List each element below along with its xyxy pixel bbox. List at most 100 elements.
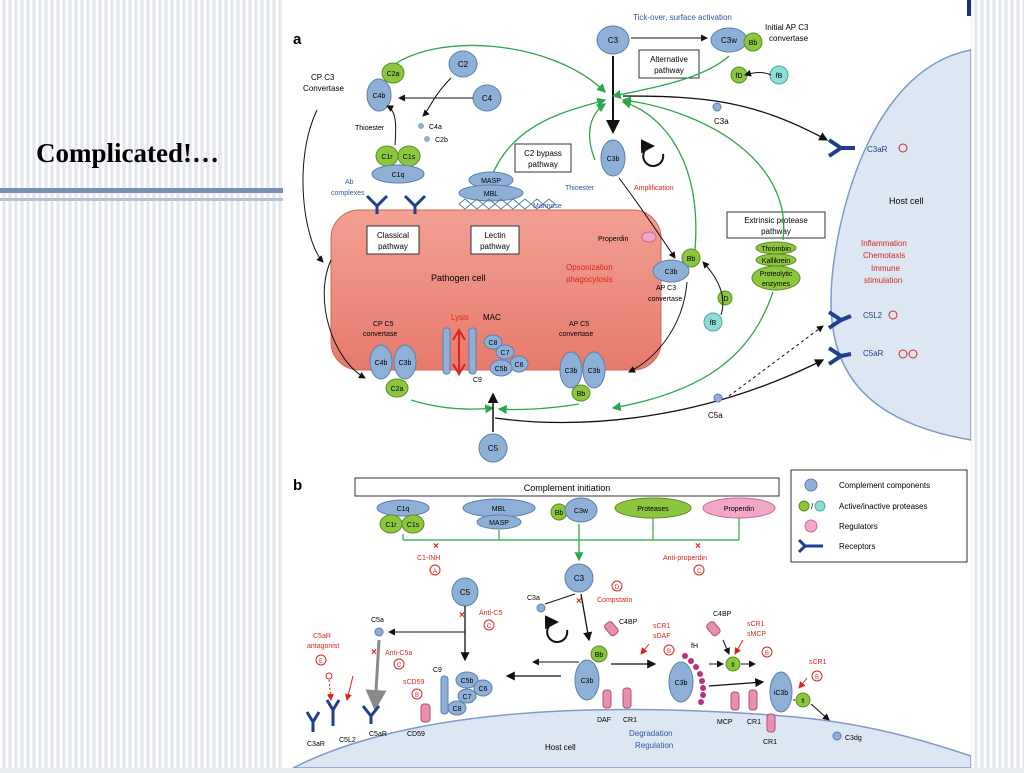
svg-text:pathway: pathway [480, 242, 510, 251]
lysis-label: Lysis [451, 313, 469, 322]
svg-text:Alternative: Alternative [650, 55, 688, 64]
fd-ap-node: fD [717, 290, 733, 306]
b-c3b-mid-node: C3b [574, 659, 600, 701]
svg-text:enzymes: enzymes [762, 281, 791, 288]
svg-text:C: C [697, 569, 702, 575]
legend: Complement components / Active/inactive … [790, 469, 968, 563]
scr1-smcp-1: sCR1 [747, 621, 765, 628]
svg-text:C2 bypass: C2 bypass [524, 149, 562, 158]
b-c6-node: C6 [473, 679, 493, 697]
b-c3w-node: C3w [564, 497, 598, 523]
svg-text:Extrinsic protease: Extrinsic protease [744, 216, 808, 225]
svg-text:A: A [433, 569, 437, 575]
c5ar-antagonist-1: C5aR [313, 633, 331, 640]
svg-text:C6: C6 [515, 362, 524, 369]
c4b-c5-node: C4b [369, 344, 393, 380]
c7-node: C7 [495, 344, 515, 360]
c5l2-receptor: C5L2 [827, 310, 898, 330]
ap-c3-label-1: AP C3 [656, 285, 676, 292]
c4bp-left-regulator [604, 621, 619, 637]
lysis-arrow [452, 328, 466, 376]
mac-label: MAC [483, 313, 501, 322]
chemotaxis-label: Chemotaxis [863, 251, 905, 260]
antibody-left [365, 194, 389, 214]
svg-text:C5a: C5a [371, 617, 384, 624]
pathogen-cell-label: Pathogen cell [431, 273, 486, 283]
svg-text:Bb: Bb [687, 256, 696, 263]
b-c5ar-label: C5aR [369, 731, 387, 738]
kallikrein-node: Kallikrein [755, 253, 797, 267]
svg-text:Proteases: Proteases [637, 506, 669, 513]
svg-text:iC3b: iC3b [774, 690, 789, 697]
mac-pore-left [442, 327, 451, 375]
svg-text:C3a: C3a [714, 117, 729, 126]
b-bb-node: Bb [550, 503, 568, 521]
b-c3a-node: C3a [527, 595, 546, 613]
legend-active-swatch [798, 500, 810, 512]
svg-text:Complement initiation: Complement initiation [524, 483, 611, 493]
c2b-label: C2b [435, 137, 448, 144]
svg-text:C7: C7 [463, 694, 472, 701]
svg-text:×: × [695, 541, 701, 552]
cp-c3-label-2: Convertase [303, 84, 344, 93]
ic3b-node: iC3b [769, 671, 793, 713]
immune-label: Immune [871, 264, 900, 273]
b-bb-mid-node: Bb [590, 645, 608, 663]
complement-diagram: a Host cell Inflammation Chemotaxis Immu… [292, 13, 972, 769]
bb-top-node: Bb [743, 32, 763, 52]
properdin-node [641, 231, 657, 243]
svg-text:pathway: pathway [378, 242, 408, 251]
opsonization-label: Opsonization [566, 263, 613, 272]
svg-text:C1r: C1r [385, 522, 397, 529]
b-mbl-node: MBL [462, 498, 536, 518]
legend-regulators: Regulators [839, 522, 878, 531]
svg-text:fI: fI [801, 699, 805, 705]
svg-text:pathway: pathway [654, 66, 684, 75]
panel-a-label: a [293, 31, 302, 48]
b-c3-node: C3 [564, 563, 594, 593]
b-receptors [305, 699, 381, 732]
thioester-left: Thioester [355, 125, 385, 132]
amplification-label: Amplification [634, 185, 674, 192]
ap-c3-label-2: convertase [648, 296, 682, 303]
cp-c5-label-2: convertase [363, 331, 397, 338]
b-host-cell-label: Host cell [545, 743, 576, 752]
c5l2-label: C5L2 [863, 311, 883, 320]
svg-text:C3b: C3b [607, 156, 620, 163]
svg-text:MASP: MASP [489, 520, 509, 527]
c4bp-left-label: C4BP [619, 619, 638, 626]
svg-text:C3b: C3b [581, 678, 594, 685]
svg-text:C8: C8 [489, 340, 498, 347]
c4a-label: C4a [429, 124, 442, 131]
c3b-ap5b-node: C3b [582, 351, 606, 389]
c5b-node: C5b [489, 359, 513, 377]
title-rule-thin [0, 198, 285, 201]
svg-text:C1q: C1q [392, 172, 405, 179]
svg-text:C1s: C1s [403, 154, 416, 161]
b-properdin-node: Properdin [702, 497, 776, 519]
c3b-mid-node: C3b [600, 139, 626, 177]
svg-text:Thrombin: Thrombin [761, 246, 791, 253]
svg-text:C3b: C3b [565, 368, 578, 375]
svg-text:Bb: Bb [577, 391, 586, 398]
cp-c5-label-1: CP C5 [373, 321, 394, 328]
svg-text:C5: C5 [460, 588, 471, 597]
legend-proteases: Active/inactive proteases [839, 502, 928, 511]
ap-c5-label-2: convertase [559, 331, 593, 338]
c4bp-right-regulator [706, 621, 721, 637]
cr1-c-regulator [766, 713, 776, 733]
regulation-label: Regulation [635, 741, 673, 750]
phagocytosis-label: phagocytosis [566, 275, 613, 284]
fb-top-node: fB [769, 65, 789, 85]
scr1-sdaf-2: sDAF [653, 633, 671, 640]
b-c8-node: C8 [447, 700, 467, 716]
c4bp-right-label: C4BP [713, 611, 732, 618]
degradation-label: Degradation [629, 729, 673, 738]
c3dg-label: C3dg [845, 735, 862, 742]
scr1-smcp-2: sMCP [747, 631, 766, 638]
cd59-label: CD59 [407, 731, 425, 738]
c1q-node: C1q [371, 164, 425, 184]
svg-text:C5: C5 [488, 444, 499, 453]
slide-title: Complicated!… [36, 138, 219, 168]
svg-text:C5a: C5a [708, 411, 723, 420]
